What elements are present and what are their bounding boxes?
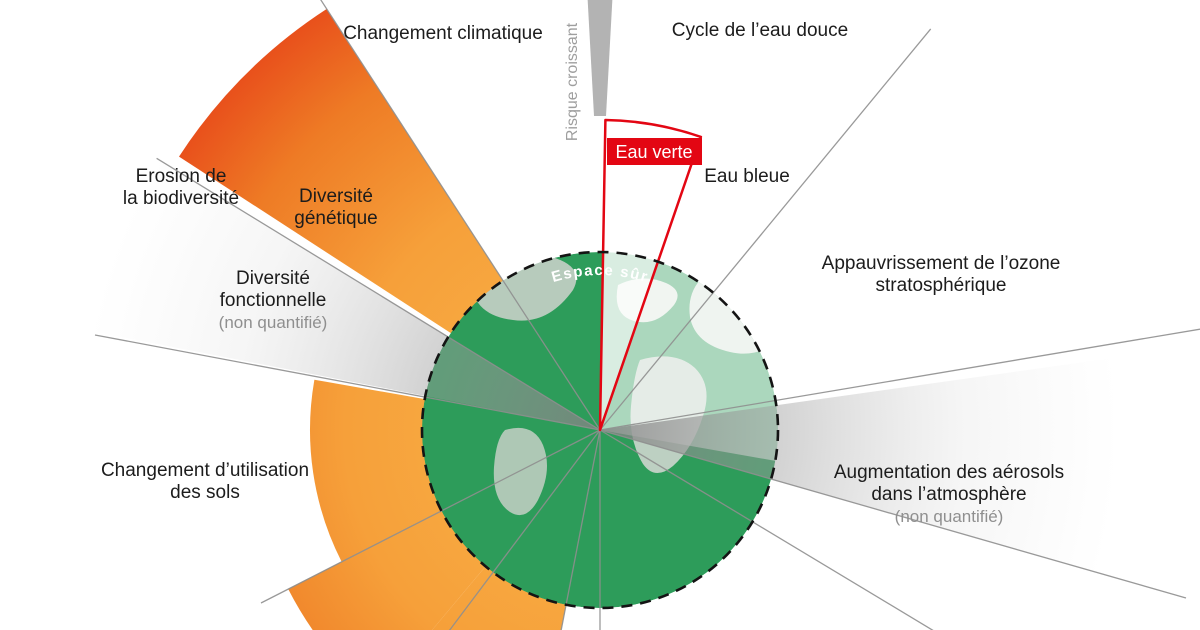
globe [422, 252, 778, 608]
sector-boundary-line [560, 429, 601, 630]
risk-axis-label: Risque croissant [564, 22, 581, 141]
functional-diversity-nonquant: (non quantifié) [219, 313, 328, 332]
sector-boundary-line [448, 429, 601, 630]
freshwater-cycle-label: Cycle de l’eau douce [672, 20, 848, 41]
aerosols-nonquant: (non quantifié) [895, 507, 1004, 526]
aerosols-line1: Augmentation des aérosols [834, 462, 1064, 483]
sector-boundary-line [94, 334, 601, 431]
blue-water-label: Eau bleue [704, 166, 790, 187]
sector-boundary-line [156, 157, 601, 431]
ozone-line1: Appauvrissement de l’ozone [822, 253, 1061, 274]
continent-south-america [493, 427, 547, 516]
ozone-line2: stratosphérique [876, 275, 1007, 296]
land-use-line1: Changement d’utilisation [101, 460, 309, 481]
land-use-line2: des sols [170, 482, 240, 503]
sector-boundary-line [599, 429, 934, 630]
aerosols-line2: dans l’atmosphère [871, 484, 1026, 505]
biodiversity-erosion-line1: Erosion de [136, 166, 227, 187]
sector-boundary-line [599, 328, 1200, 431]
functional-diversity-label: Diversité fonctionnelle (non quantifié) [219, 268, 328, 332]
green-water-wedge [598, 118, 703, 432]
climate-label: Changement climatique [343, 23, 543, 44]
sector-boundary-line [599, 429, 1187, 599]
sector-boundary-line [599, 28, 932, 431]
functional-diversity-line2: fonctionnelle [220, 290, 327, 311]
sector-boundary-line [260, 429, 601, 604]
aerosols-label: Augmentation des aérosols dans l’atmosph… [834, 462, 1064, 526]
ozone-label: Appauvrissement de l’ozone stratosphériq… [822, 253, 1061, 296]
sector-boundary-lines [94, 0, 1200, 630]
planetary-boundary-dashed-circle [420, 250, 780, 610]
aerosols-wedge [600, 345, 1200, 602]
risk-axis-arrow [587, 0, 613, 116]
functional-diversity-wedge [89, 158, 600, 431]
biodiversity-erosion-line2: la biodiversité [123, 188, 239, 209]
genetic-diversity-line2: génétique [294, 208, 377, 229]
biodiversity-erosion-label: Erosion de la biodiversité [123, 166, 239, 209]
sector-boundary-line [320, 0, 601, 431]
genetic-diversity-label: Diversité génétique [294, 186, 377, 229]
green-water-tag-background [607, 138, 702, 165]
green-water-label: Eau verte [615, 142, 692, 162]
functional-diversity-line1: Diversité [236, 268, 310, 289]
land-use-label: Changement d’utilisation des sols [101, 460, 309, 503]
genetic-diversity-line1: Diversité [299, 186, 373, 207]
